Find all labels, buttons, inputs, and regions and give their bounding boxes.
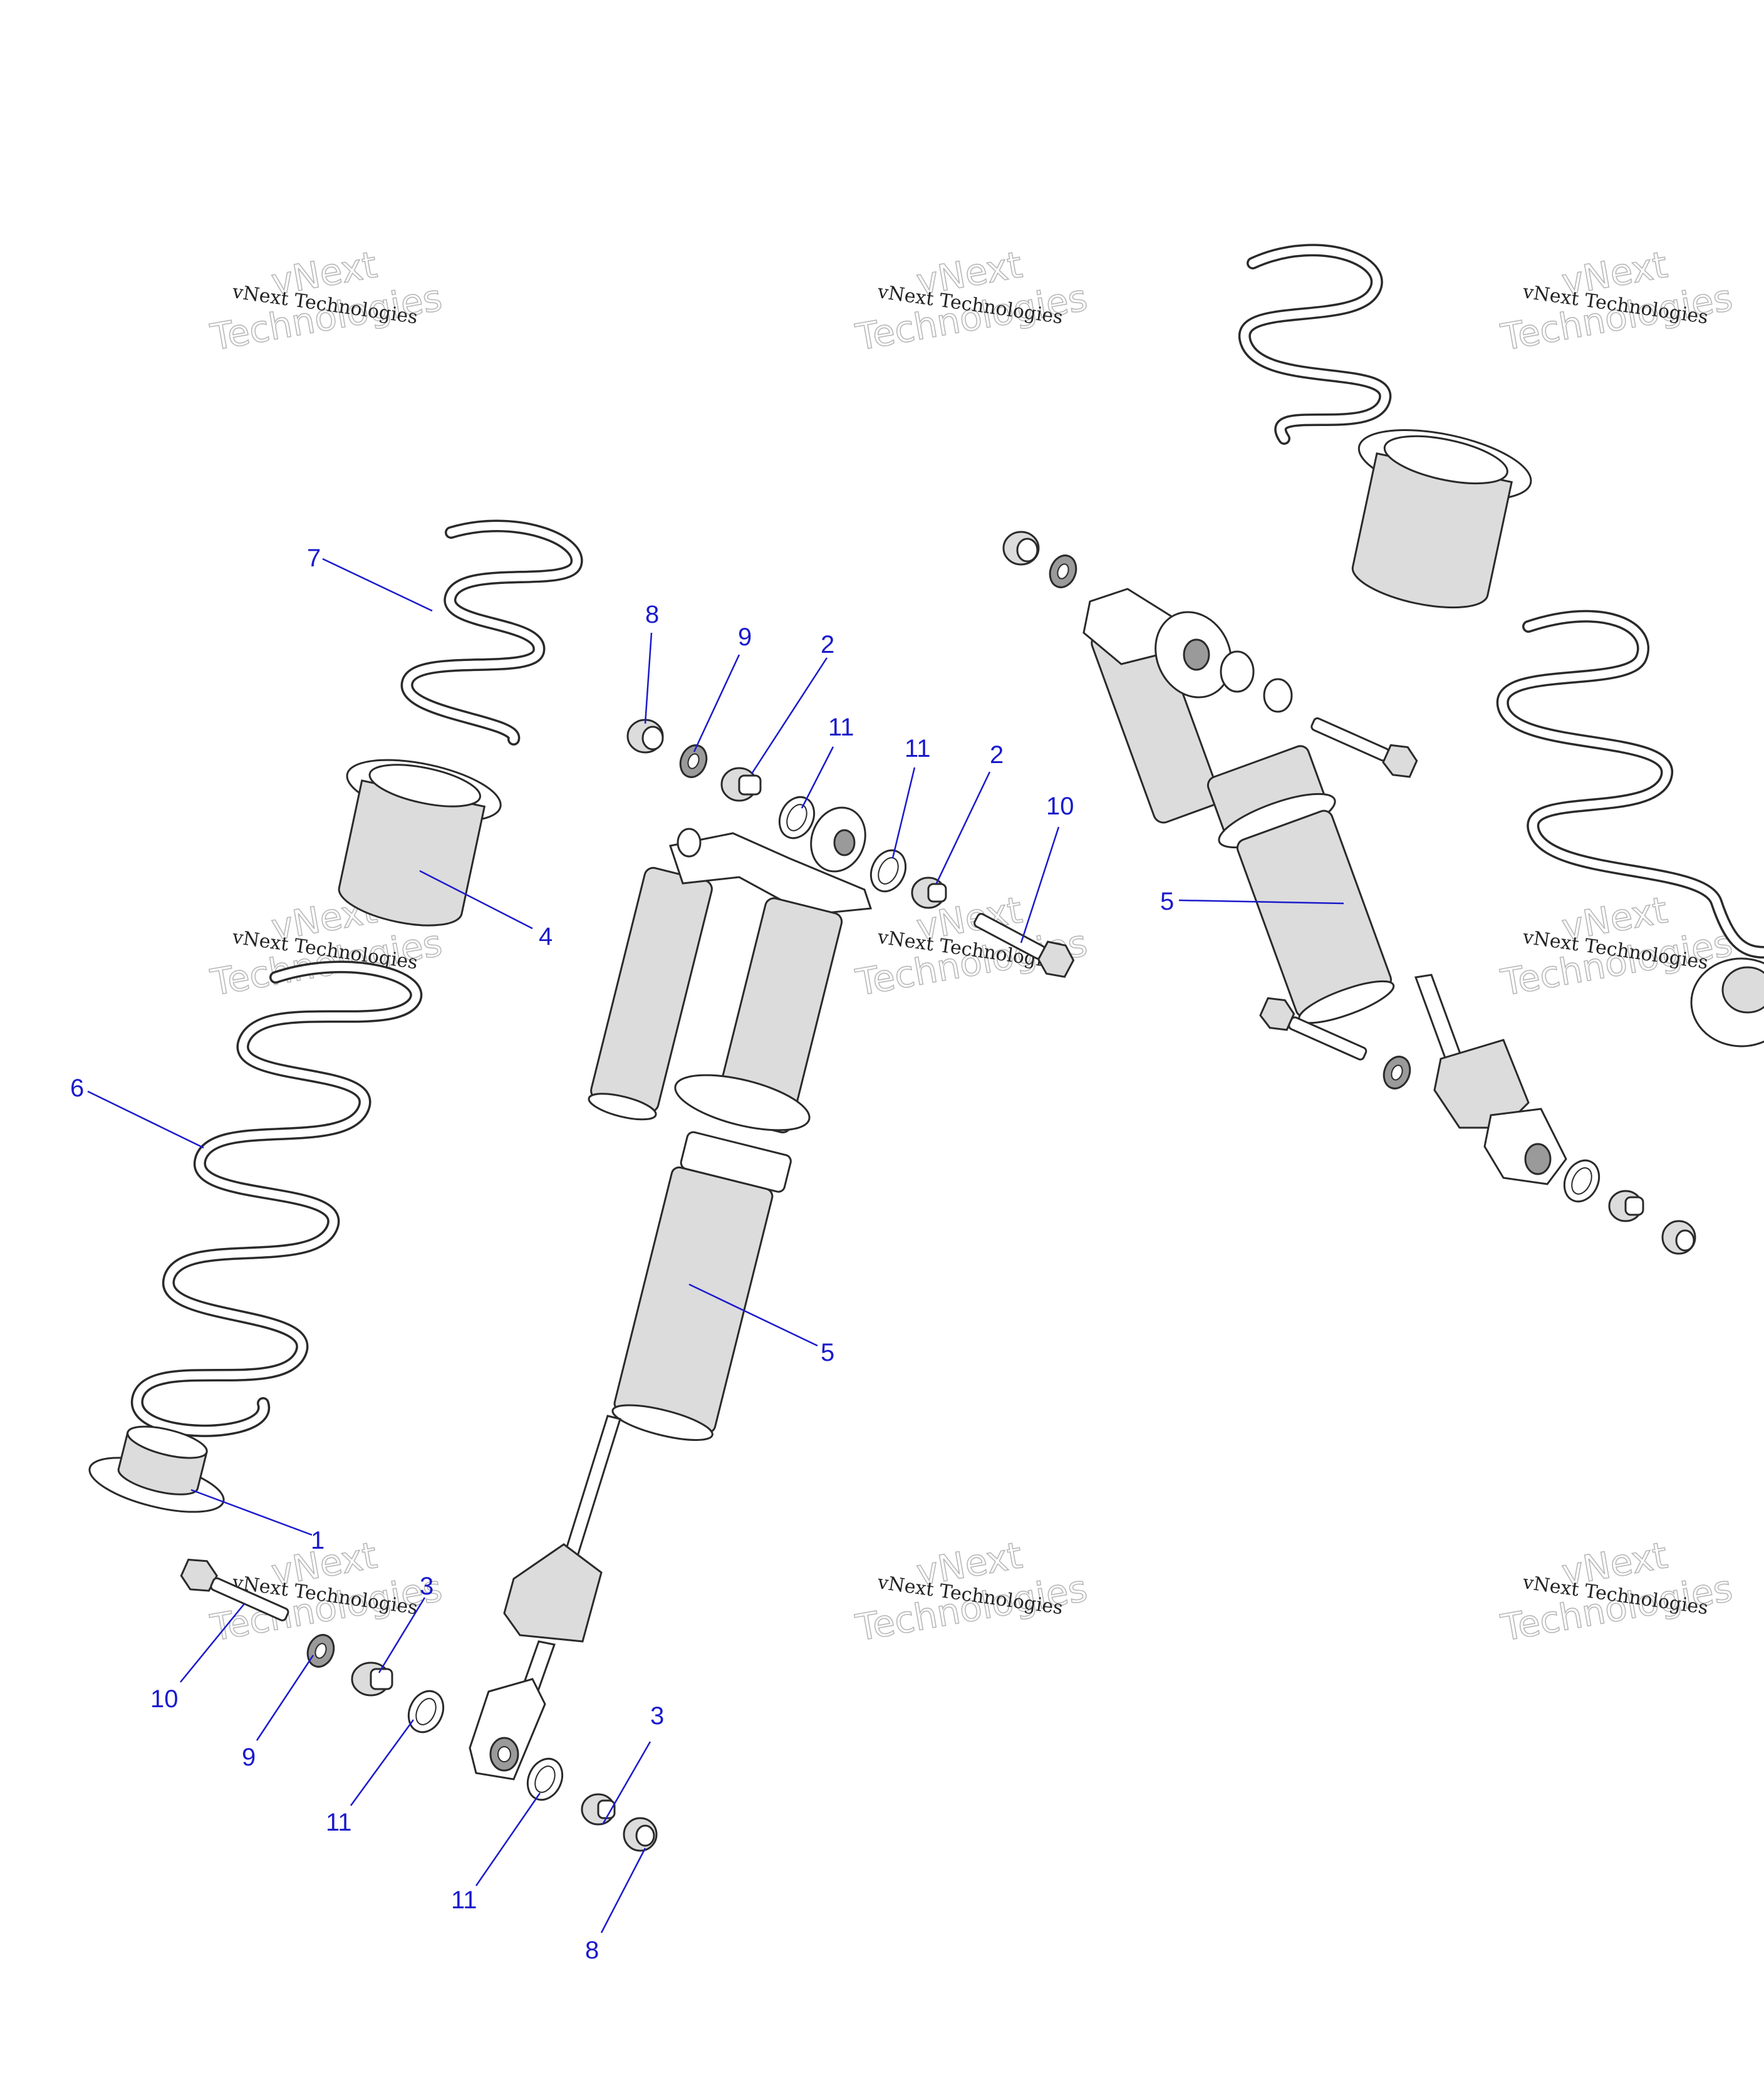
callout-5: 5 [1160,888,1174,915]
shock-absorber-right [1082,588,1567,1185]
callout-11: 11 [828,714,854,741]
leader-lines [87,558,1344,1933]
callout-3: 3 [650,1702,664,1730]
coupler-right [1351,429,1532,609]
callout-10: 10 [1046,793,1074,820]
callout-3: 3 [420,1573,433,1600]
callout-7: 7 [307,544,321,572]
callout-2: 2 [990,741,1004,769]
nut-lower-mid [623,1817,658,1852]
bolt-lower-left [180,1558,289,1621]
washer-lower-left [306,1634,335,1668]
callout-11: 11 [326,1809,352,1836]
shock-absorber-left [469,806,873,1781]
callout-11: 11 [905,735,931,762]
upper-spring [400,519,583,746]
right-hardware [1002,531,1696,1255]
callout-10: 10 [150,1685,179,1713]
nut-upper [626,719,664,754]
callout-5: 5 [821,1339,834,1366]
ring-lower-left [407,1690,445,1734]
spring-seat-right [1690,957,1764,1048]
callout-6: 6 [70,1074,84,1102]
spring-right-lower [1496,610,1764,959]
callout-2: 2 [821,631,834,658]
callout-labels: 7 4 6 1 10 9 3 11 11 3 8 8 9 2 11 11 2 1… [70,544,1174,1964]
bushing-lower-left [351,1661,393,1697]
washer-upper [679,744,708,778]
watermark-row-1: vNext Technologies vNext Technologies vN… [207,242,1736,359]
bolt-upper [973,913,1075,978]
callout-8: 8 [645,601,659,628]
spring-seat [88,1425,225,1513]
bushing-upper-a [720,767,762,802]
ring-upper-b [869,849,907,893]
callout-4: 4 [539,923,553,950]
callout-11: 11 [451,1886,477,1914]
callout-8: 8 [585,1937,599,1964]
callout-1: 1 [311,1527,324,1554]
bushing-upper-b [911,876,947,909]
main-spring [130,960,423,1437]
spring-right-top [1238,244,1392,445]
bushing-lower-mid [581,1793,616,1826]
ring-lower-mid [526,1757,564,1801]
callout-9: 9 [738,623,752,651]
spring-coupler [338,759,502,927]
callout-9: 9 [242,1744,256,1771]
